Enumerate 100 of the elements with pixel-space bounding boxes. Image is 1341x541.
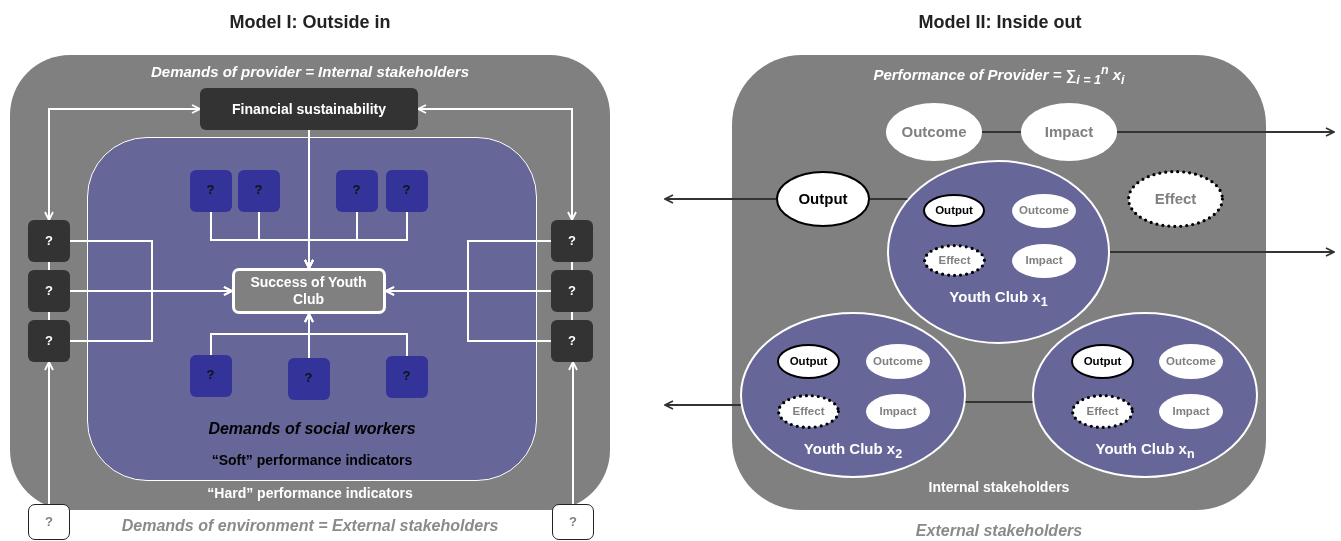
connector-line xyxy=(571,311,573,321)
question-box xyxy=(335,169,378,212)
question-box xyxy=(385,355,428,398)
connector-line xyxy=(48,261,50,271)
node-label: Output xyxy=(789,354,828,369)
success-box xyxy=(231,267,386,314)
node-label: ? xyxy=(568,233,576,249)
outlined-ellipse-node xyxy=(1071,344,1134,379)
node-label: Output xyxy=(935,203,973,218)
question-box xyxy=(28,320,70,362)
youth-club-circle xyxy=(887,160,1110,344)
connector-line xyxy=(964,401,1034,403)
question-box xyxy=(552,504,594,540)
dotted-ellipse-node xyxy=(1071,394,1134,429)
node-label: ? xyxy=(304,371,313,386)
node-label: Impact xyxy=(879,404,917,419)
node-label: Outcome xyxy=(1019,204,1069,218)
youth-club-circle xyxy=(1032,312,1258,478)
node-label: Impact xyxy=(1044,123,1094,141)
ellipse-node xyxy=(866,394,930,429)
node-label: Outcome xyxy=(873,354,923,369)
node-label: Output xyxy=(1083,354,1122,369)
dotted-ellipse-node xyxy=(1127,170,1224,228)
outlined-ellipse-node xyxy=(923,194,985,227)
panel-heading: Demands of social workers xyxy=(207,420,417,439)
node-label: Financial sustainability xyxy=(231,100,386,118)
outlined-ellipse-node xyxy=(777,344,840,379)
node-label: Output xyxy=(798,190,848,208)
arrow xyxy=(417,104,577,221)
caption-text: Demands of environment = External stakeholders xyxy=(121,517,499,535)
question-box xyxy=(237,169,280,212)
node-label: Outcome xyxy=(901,123,967,141)
ellipse-node xyxy=(1012,194,1076,228)
node-label: Outcome xyxy=(1166,354,1216,369)
ellipse-node xyxy=(1159,344,1223,379)
question-box xyxy=(287,357,330,400)
outlined-ellipse-node xyxy=(776,171,870,227)
ellipse-node xyxy=(886,103,982,161)
connector-line xyxy=(869,198,909,200)
arrow xyxy=(304,313,408,357)
process-box xyxy=(200,88,418,130)
question-box xyxy=(28,220,70,262)
dotted-ellipse-node xyxy=(923,244,986,277)
node-label: ? xyxy=(402,369,411,384)
connector-line xyxy=(48,311,50,321)
node-label: ? xyxy=(352,183,361,198)
node-label: ? xyxy=(402,183,411,198)
panel-heading: Performance of Provider = ∑$_{i = 1}$$^{n}$ x$_{i}$ xyxy=(872,63,1126,88)
node-label: ? xyxy=(45,233,53,249)
node-label: ? xyxy=(45,514,53,530)
arrow xyxy=(1116,127,1335,137)
arrow xyxy=(385,286,552,342)
panel-heading: Demands of provider = Internal stakeholders xyxy=(150,63,470,81)
question-box xyxy=(189,354,232,397)
arrow xyxy=(44,361,54,505)
node-label: ? xyxy=(568,333,576,349)
connector-line xyxy=(571,261,573,271)
ellipse-node xyxy=(1021,103,1117,161)
diagram-heading: Model II: Inside out xyxy=(918,12,1082,33)
question-box xyxy=(551,220,593,262)
arrow xyxy=(69,286,233,342)
panel-label: “Soft” performance indicators xyxy=(210,452,414,469)
connector-line xyxy=(981,131,1022,133)
question-box xyxy=(551,270,593,312)
node-label: Success of Youth Club xyxy=(249,274,368,307)
node-label: ? xyxy=(45,283,53,299)
panel-label: Internal stakeholders xyxy=(927,479,1071,496)
question-box xyxy=(189,169,232,212)
panel-label: Youth Club x$_{2}$ xyxy=(802,440,904,462)
node-label: ? xyxy=(568,283,576,299)
arrow xyxy=(44,104,201,221)
ellipse-node xyxy=(866,344,930,379)
node-label: Impact xyxy=(1025,254,1063,268)
node-label: Effect xyxy=(1154,190,1197,208)
node-label: Impact xyxy=(1172,404,1210,419)
caption-text: External stakeholders xyxy=(915,522,1083,540)
question-box xyxy=(28,270,70,312)
social-workers-panel xyxy=(87,137,537,481)
ellipse-node xyxy=(1012,244,1076,278)
ellipse-node xyxy=(1159,394,1223,429)
node-label: ? xyxy=(45,333,53,349)
node-label: Effect xyxy=(1086,404,1119,419)
panel-label: “Hard” performance indicators xyxy=(206,485,414,502)
node-label: ? xyxy=(206,183,215,198)
youth-club-circle xyxy=(740,312,966,478)
node-label: Effect xyxy=(938,253,971,268)
dotted-ellipse-node xyxy=(777,394,840,429)
panel-label: Youth Club x$_{n}$ xyxy=(1094,440,1196,462)
node-label: Effect xyxy=(792,404,825,419)
question-box xyxy=(551,320,593,362)
question-box xyxy=(28,504,70,540)
node-label: ? xyxy=(569,514,577,530)
stakeholder-panel xyxy=(732,55,1266,510)
arrow xyxy=(568,361,578,505)
node-label: ? xyxy=(206,368,215,383)
arrow xyxy=(664,400,742,410)
node-label: ? xyxy=(254,183,263,198)
question-box xyxy=(385,169,428,212)
arrow xyxy=(664,194,777,204)
arrow xyxy=(304,211,408,269)
